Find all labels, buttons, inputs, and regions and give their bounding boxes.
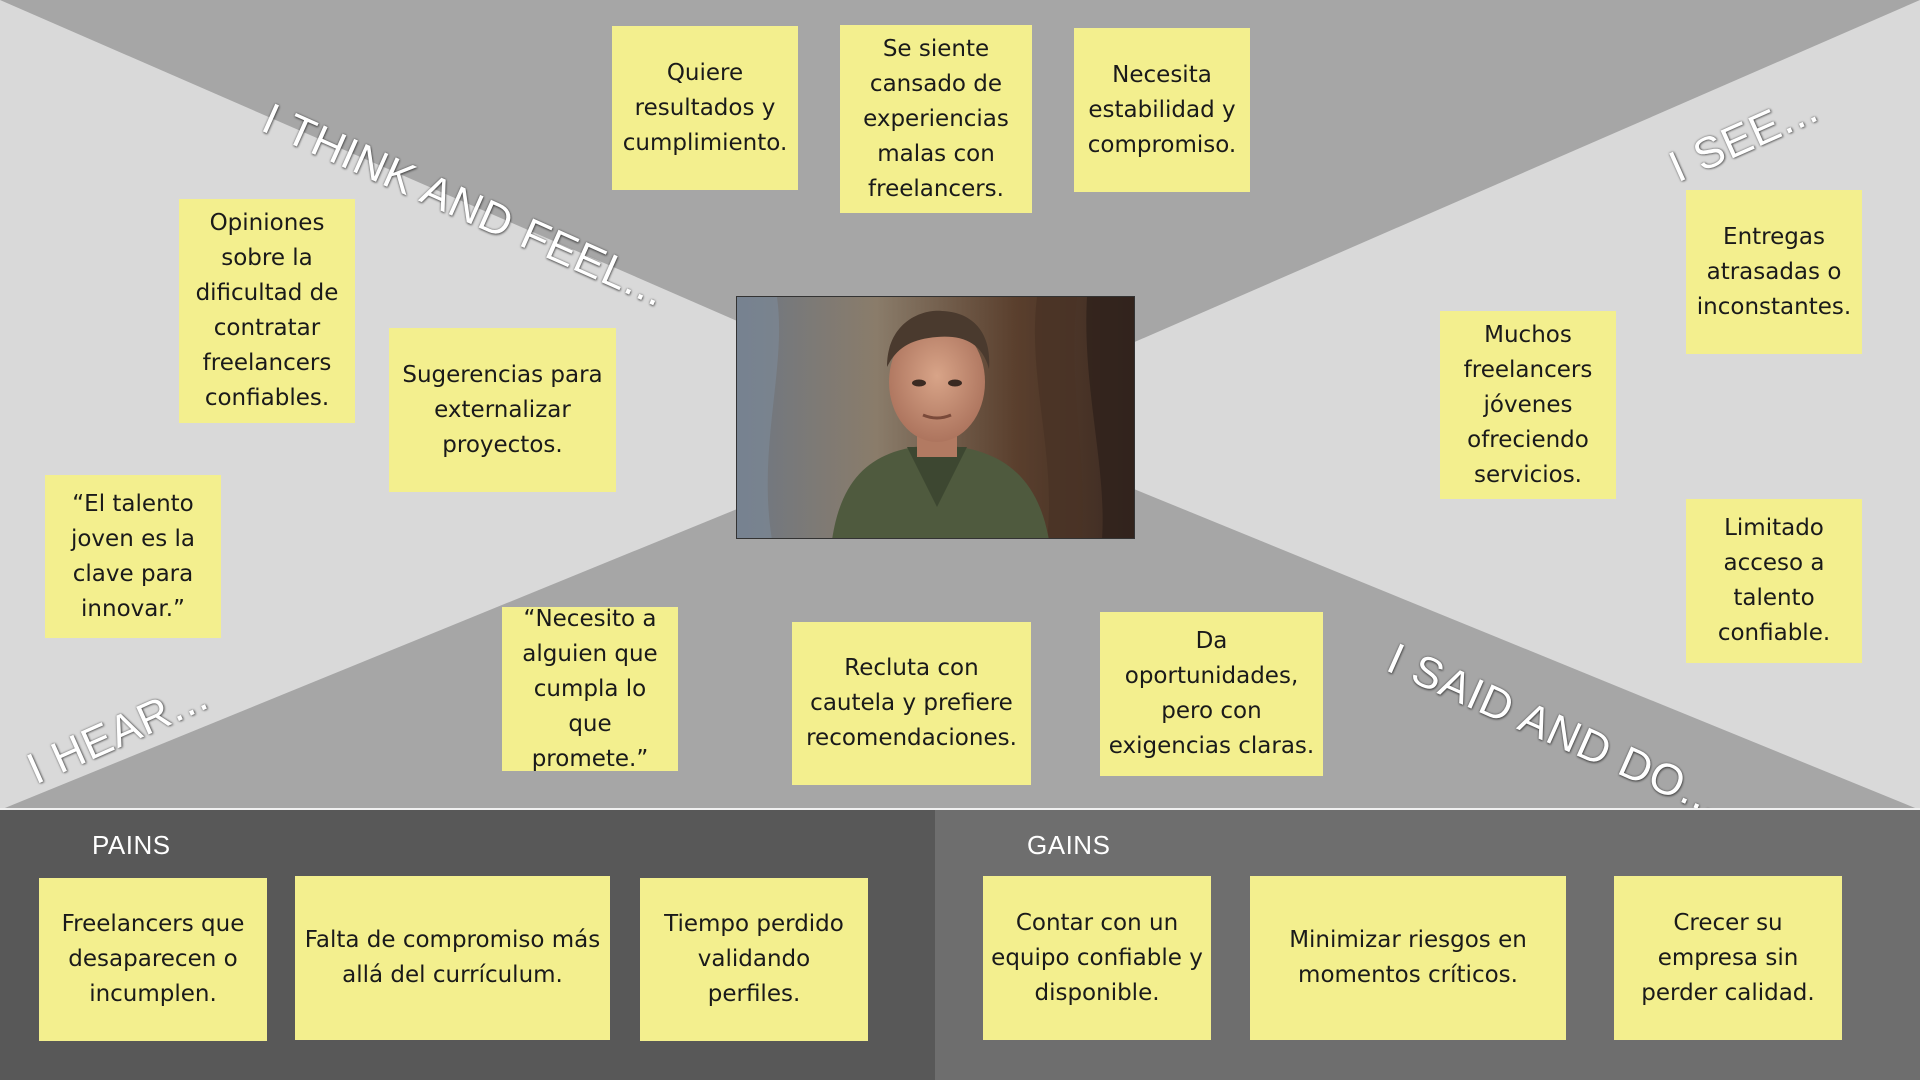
note-text: Contar con un equipo confiable y disponi… bbox=[991, 909, 1203, 1006]
persona-photo bbox=[736, 296, 1135, 539]
note-text: Falta de compromiso más allá del currícu… bbox=[304, 927, 601, 988]
pains-title: PAINS bbox=[92, 830, 171, 860]
note-text: Recluta con cautela y prefiere recomenda… bbox=[806, 655, 1017, 751]
pain-note: Tiempo perdido validando perfiles. bbox=[640, 878, 868, 1041]
section-divider bbox=[0, 808, 1920, 810]
note-text: Opiniones sobre la dificultad de contrat… bbox=[195, 210, 339, 411]
note-text: “Necesito a alguien que cumpla lo que pr… bbox=[522, 605, 658, 772]
note-text: Minimizar riesgos en momentos críticos. bbox=[1289, 927, 1527, 988]
hear-note: Sugerencias para externalizar proyectos. bbox=[389, 328, 616, 492]
hear-note: Opiniones sobre la dificultad de contrat… bbox=[179, 199, 355, 423]
note-text: Limitado acceso a talento confiable. bbox=[1717, 515, 1831, 646]
see-note: Limitado acceso a talento confiable. bbox=[1686, 499, 1862, 663]
think-feel-note: Se siente cansado de experiencias malas … bbox=[840, 25, 1032, 213]
note-text: Da oportunidades, pero con exigencias cl… bbox=[1108, 628, 1315, 759]
note-text: Tiempo perdido validando perfiles. bbox=[664, 911, 844, 1007]
note-text: Crecer su empresa sin perder calidad. bbox=[1641, 909, 1815, 1006]
see-note: Muchos freelancers jóvenes ofreciendo se… bbox=[1440, 311, 1616, 499]
note-text: Quiere resultados y cumplimiento. bbox=[622, 59, 788, 156]
gains-title: GAINS bbox=[1027, 830, 1111, 860]
gain-note: Minimizar riesgos en momentos críticos. bbox=[1250, 876, 1566, 1040]
gain-note: Crecer su empresa sin perder calidad. bbox=[1614, 876, 1842, 1040]
note-text: “El talento joven es la clave para innov… bbox=[70, 490, 196, 622]
note-text: Sugerencias para externalizar proyectos. bbox=[402, 361, 603, 458]
think-feel-note: Quiere resultados y cumplimiento. bbox=[612, 26, 798, 190]
pain-note: Falta de compromiso más allá del currícu… bbox=[295, 876, 610, 1040]
portrait-photo-icon bbox=[737, 297, 1134, 538]
said-do-note: Da oportunidades, pero con exigencias cl… bbox=[1100, 612, 1323, 776]
hear-note: “El talento joven es la clave para innov… bbox=[45, 475, 221, 638]
note-text: Freelancers que desaparecen o incumplen. bbox=[61, 911, 245, 1007]
gain-note: Contar con un equipo confiable y disponi… bbox=[983, 876, 1211, 1040]
note-text: Se siente cansado de experiencias malas … bbox=[863, 35, 1009, 202]
bottom-quadrant-shape bbox=[0, 418, 1920, 810]
said-do-note: Recluta con cautela y prefiere recomenda… bbox=[792, 622, 1031, 785]
note-text: Entregas atrasadas o inconstantes. bbox=[1696, 223, 1852, 320]
see-note: Entregas atrasadas o inconstantes. bbox=[1686, 190, 1862, 354]
note-text: Muchos freelancers jóvenes ofreciendo se… bbox=[1463, 321, 1593, 488]
think-feel-note: Necesita estabilidad y compromiso. bbox=[1074, 28, 1250, 192]
note-text: Necesita estabilidad y compromiso. bbox=[1087, 61, 1237, 158]
pain-note: Freelancers que desaparecen o incumplen. bbox=[39, 878, 267, 1041]
said-do-note: “Necesito a alguien que cumpla lo que pr… bbox=[502, 606, 678, 772]
